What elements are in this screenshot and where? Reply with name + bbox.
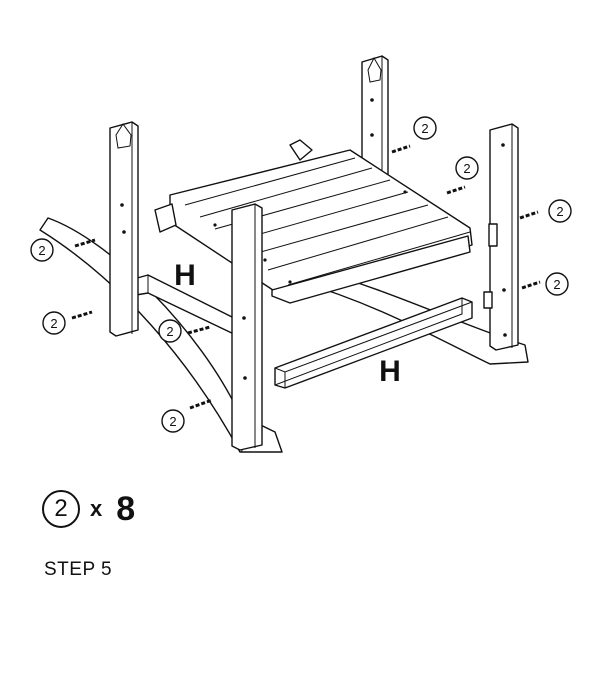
- svg-text:2: 2: [553, 277, 560, 292]
- callout-screw-8: 2: [161, 409, 185, 433]
- multiplier-sign: x: [90, 496, 103, 521]
- callout-screw-7: 2: [158, 319, 182, 343]
- callout-screw-5: 2: [30, 238, 54, 262]
- screw-id-badge: 2: [42, 490, 80, 528]
- post-front-right: [231, 203, 263, 451]
- rocker-right: [294, 264, 529, 365]
- brace-h-lower: [274, 297, 473, 389]
- callout-screw-2: 2: [455, 156, 479, 180]
- callout-screw-3: 2: [548, 199, 572, 223]
- svg-text:2: 2: [38, 243, 45, 258]
- screw-group: [71, 144, 541, 410]
- svg-text:2: 2: [50, 316, 57, 331]
- hardware-quantity: 2 x 8: [42, 487, 135, 531]
- callout-screw-6: 2: [42, 311, 66, 335]
- svg-text:2: 2: [169, 414, 176, 429]
- svg-text:2: 2: [556, 204, 563, 219]
- post-back-right: [483, 123, 519, 351]
- step-title: STEP 5: [44, 559, 113, 580]
- callout-screw-4: 2: [545, 272, 569, 296]
- part-label-h-upper: H: [174, 259, 196, 292]
- assembly-diagram: 2 2 2 2 2 2 2 2 H H: [30, 55, 572, 453]
- part-label-h-lower: H: [379, 355, 401, 388]
- svg-text:2: 2: [463, 161, 470, 176]
- callout-screw-1: 2: [413, 116, 437, 140]
- svg-text:2: 2: [166, 324, 173, 339]
- svg-text:2: 2: [421, 121, 428, 136]
- seat-assembly: [154, 139, 473, 304]
- screw-id-text: 2: [54, 495, 68, 522]
- post-front-left: [109, 121, 139, 337]
- screw-count: 8: [116, 489, 136, 528]
